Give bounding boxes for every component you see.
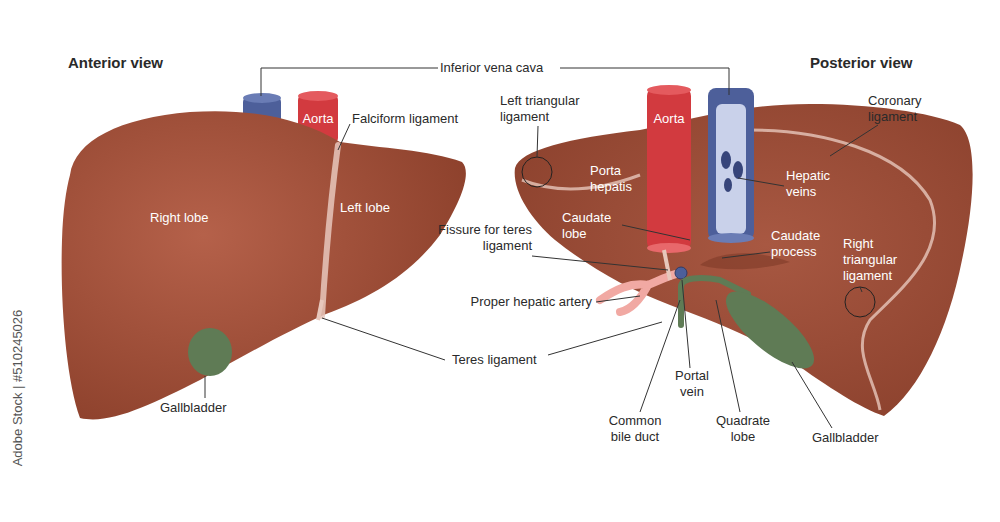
leader-line	[596, 296, 640, 302]
hepatic-artery	[600, 274, 676, 312]
watermark: Adobe Stock | #510245026	[10, 258, 26, 518]
view-heading: Anterior view	[68, 55, 228, 71]
leader-line	[682, 280, 690, 368]
part-label: Caudate process	[771, 228, 837, 260]
part-label: Caudate lobe	[562, 210, 622, 242]
leader-line	[560, 68, 729, 95]
lobe-label: Left lobe	[340, 200, 410, 216]
part-label: Proper hepatic artery	[420, 294, 592, 310]
view-heading: Posterior view	[810, 55, 970, 71]
leader-line	[738, 178, 784, 186]
part-label: Porta hepatis	[590, 163, 645, 195]
aorta-end	[647, 243, 691, 253]
leader-line	[640, 300, 680, 412]
aorta-top	[298, 91, 338, 101]
leader-line	[622, 225, 690, 240]
vena-cava-top	[243, 93, 281, 103]
part-label: Portal vein	[668, 368, 716, 400]
leader-line	[338, 124, 350, 150]
part-label: Fissure for teres ligament	[420, 222, 532, 254]
teres-ligament	[664, 250, 670, 280]
vena-cava-end	[708, 233, 754, 243]
vena-cava-tube	[708, 88, 754, 240]
vena-cava-window	[716, 104, 746, 234]
leader-line	[537, 126, 538, 157]
part-label: Falciform ligament	[352, 111, 482, 127]
lobe-label: Right lobe	[150, 210, 230, 226]
part-label: Quadrate lobe	[710, 413, 776, 445]
falciform-ligament	[322, 145, 338, 316]
leader-line	[322, 318, 445, 360]
part-label: Gallbladder	[812, 430, 902, 446]
part-label: Aorta	[300, 111, 336, 127]
hepatic-vein-opening	[721, 151, 731, 169]
ligament-circle	[845, 287, 875, 317]
part-label: Teres ligament	[452, 352, 562, 368]
part-label: Common bile duct	[600, 413, 670, 445]
leader-line	[722, 252, 770, 258]
portal-vein	[675, 267, 687, 279]
leader-line	[548, 322, 662, 355]
aorta-tube	[647, 88, 691, 250]
leader-lines	[205, 68, 878, 428]
liver-anterior	[62, 111, 466, 419]
liver-posterior	[515, 104, 973, 416]
part-label: Right triangular ligament	[843, 236, 915, 284]
leader-line	[205, 376, 206, 398]
part-label: Inferior vena cava	[440, 60, 570, 76]
part-label: Gallbladder	[160, 400, 250, 416]
ligament-line	[750, 130, 935, 410]
gallbladder	[188, 328, 232, 376]
part-label: Aorta	[648, 111, 690, 127]
part-label: Coronary ligament	[868, 93, 943, 125]
ligament-circle	[522, 157, 552, 187]
hepatic-vein-opening	[724, 178, 732, 192]
gallbladder	[715, 279, 825, 380]
leader-line	[792, 362, 832, 428]
aorta-top	[647, 85, 691, 95]
leader-line	[716, 300, 740, 412]
leader-line	[860, 287, 862, 292]
leader-line	[830, 125, 878, 156]
part-label: Hepatic veins	[786, 168, 844, 200]
leader-line	[532, 256, 668, 270]
part-label: Left triangular ligament	[500, 93, 600, 125]
hepatic-vein-opening	[733, 161, 743, 179]
teres-ligament	[318, 300, 322, 320]
leader-line	[261, 68, 438, 96]
